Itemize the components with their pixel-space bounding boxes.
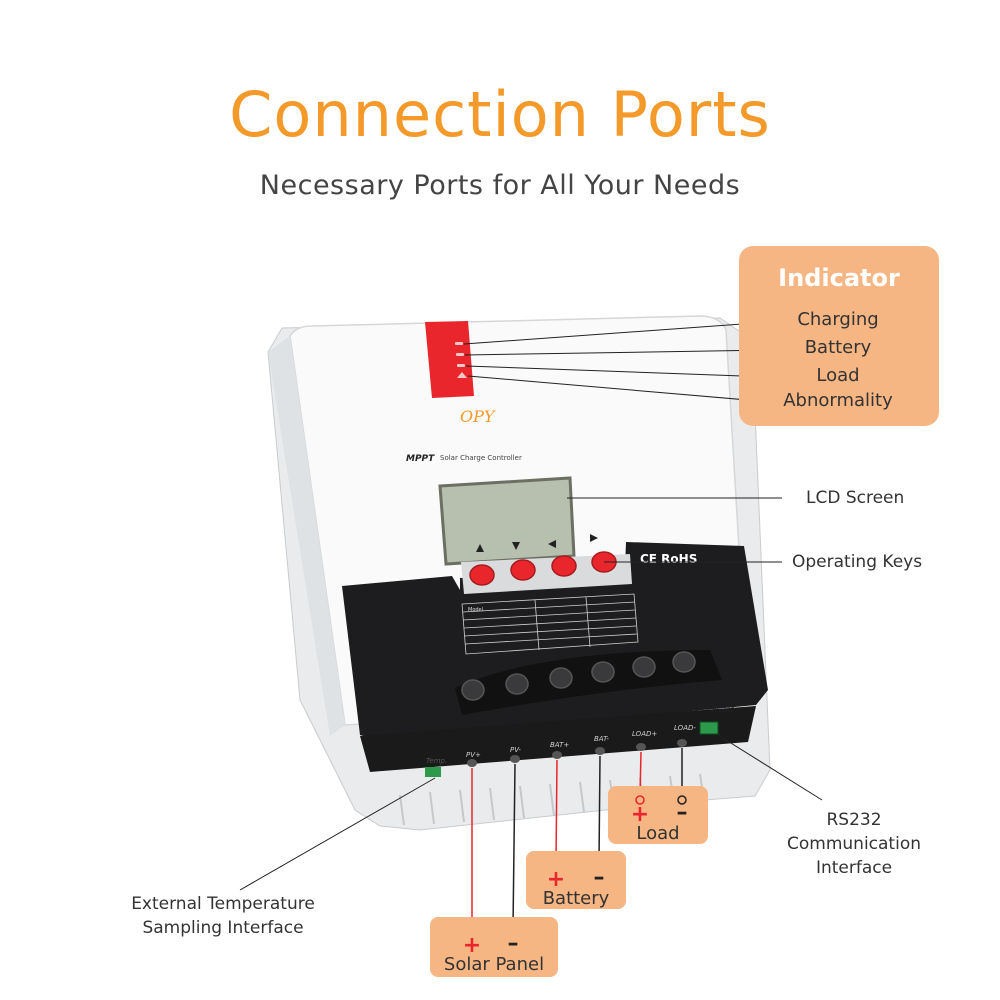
indicator-load: Load xyxy=(816,365,860,386)
indicator-leader-lines xyxy=(463,321,773,403)
rs232-connector xyxy=(699,721,719,735)
battery-plus-icon: + xyxy=(546,867,566,892)
terminal-holes xyxy=(455,650,722,715)
indicator-charging: Charging xyxy=(797,309,879,330)
indicator-leds xyxy=(455,342,467,378)
port-label-temp: Temp. xyxy=(426,757,447,765)
keypad-bezel xyxy=(461,554,632,594)
brand-logo: OPY xyxy=(460,407,496,426)
temp-line-1: External Temperature xyxy=(131,894,315,914)
indicator-title: Indicator xyxy=(778,264,900,292)
rs232-leader-line xyxy=(717,734,823,801)
rs232-line-1: RS232 xyxy=(826,810,882,830)
temp-connector xyxy=(425,767,441,777)
operating-keys-label: Operating Keys xyxy=(792,552,923,572)
mppt-label: MPPT xyxy=(406,454,435,464)
solar-panel-tag xyxy=(430,917,558,977)
battery-tag xyxy=(526,851,626,909)
port-label-load-minus: LOAD- xyxy=(674,724,696,732)
indicator-panel xyxy=(739,246,939,426)
rs232-line-2: Communication xyxy=(787,834,921,854)
temp-sampling-label: External Temperature Sampling Interface xyxy=(110,892,336,940)
load-tag xyxy=(608,786,708,844)
lcd-screen xyxy=(438,476,576,566)
temp-leader-line xyxy=(239,777,436,891)
load-tag-label: Load xyxy=(636,823,680,844)
port-label-load-plus: LOAD+ xyxy=(632,730,657,738)
lcd-screen-label: LCD Screen xyxy=(806,488,905,508)
port-screws xyxy=(467,739,687,767)
battery-minus-icon: – xyxy=(593,865,605,890)
port-label-bat-plus: BAT+ xyxy=(550,741,569,749)
indicator-battery: Battery xyxy=(804,337,872,358)
load-minus-icon: – xyxy=(676,800,688,825)
indicator-abnormality: Abnormality xyxy=(783,390,893,411)
port-label-rs232: RS232 xyxy=(712,706,735,714)
solar-plus-icon: + xyxy=(462,933,482,958)
operating-keys xyxy=(469,551,617,586)
product-name: Solar Charge Controller xyxy=(440,454,522,462)
rs232-line-3: Interface xyxy=(815,858,893,878)
controller-black-panel xyxy=(342,542,768,740)
arrow-markers xyxy=(476,534,598,552)
page-subtitle: Necessary Ports for All Your Needs xyxy=(259,170,741,201)
solar-panel-tag-label: Solar Panel xyxy=(443,954,545,975)
spec-table xyxy=(461,593,639,655)
battery-tag-label: Battery xyxy=(542,888,610,909)
load-plus-icon: + xyxy=(630,802,650,827)
port-label-pv-minus: PV- xyxy=(510,746,521,754)
solar-minus-icon: – xyxy=(507,931,519,956)
port-strip xyxy=(360,706,756,772)
rs232-label: RS232 Communication Interface xyxy=(770,808,938,880)
page-title: Connection Ports xyxy=(229,78,771,151)
indicator-strip xyxy=(425,321,474,398)
spec-table-header: Model xyxy=(468,607,483,613)
port-label-pv-plus: PV+ xyxy=(466,751,481,759)
port-label-bat-minus: BAT- xyxy=(594,735,609,743)
temp-line-2: Sampling Interface xyxy=(142,918,304,938)
